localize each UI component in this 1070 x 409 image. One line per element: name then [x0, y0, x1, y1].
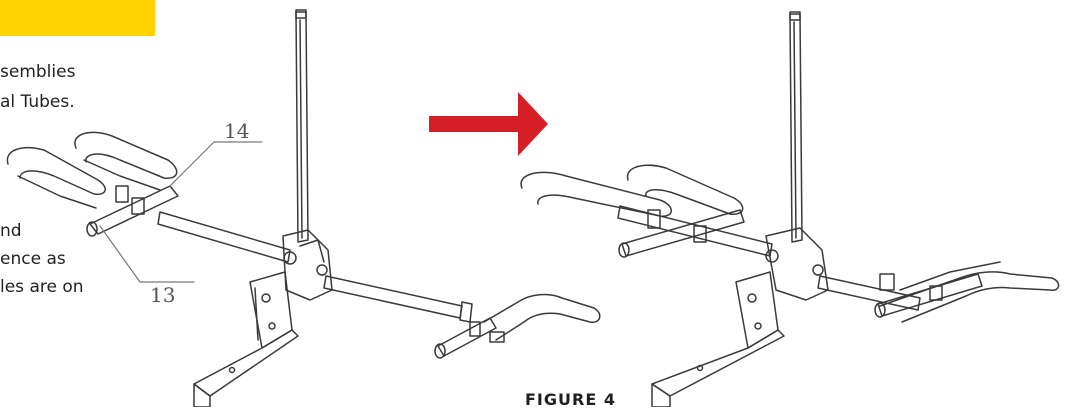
rack-after-illustration — [520, 11, 1060, 407]
callout-label-part-a: 14 — [224, 119, 249, 143]
instruction-text-line: semblies — [0, 62, 76, 82]
instruction-text-line: nd — [0, 221, 22, 241]
instruction-text-line: les are on — [0, 277, 84, 297]
instruction-text-line: ence as — [0, 249, 66, 269]
callout-leaders — [99, 141, 263, 283]
section-header-bar — [0, 0, 155, 36]
callout-label-part-b: 13 — [150, 283, 175, 307]
figure-caption: FIGURE 4 — [525, 390, 616, 409]
instruction-text-line: al Tubes. — [0, 92, 75, 112]
rack-before-illustration — [6, 9, 601, 407]
direction-arrow-icon — [429, 92, 548, 156]
